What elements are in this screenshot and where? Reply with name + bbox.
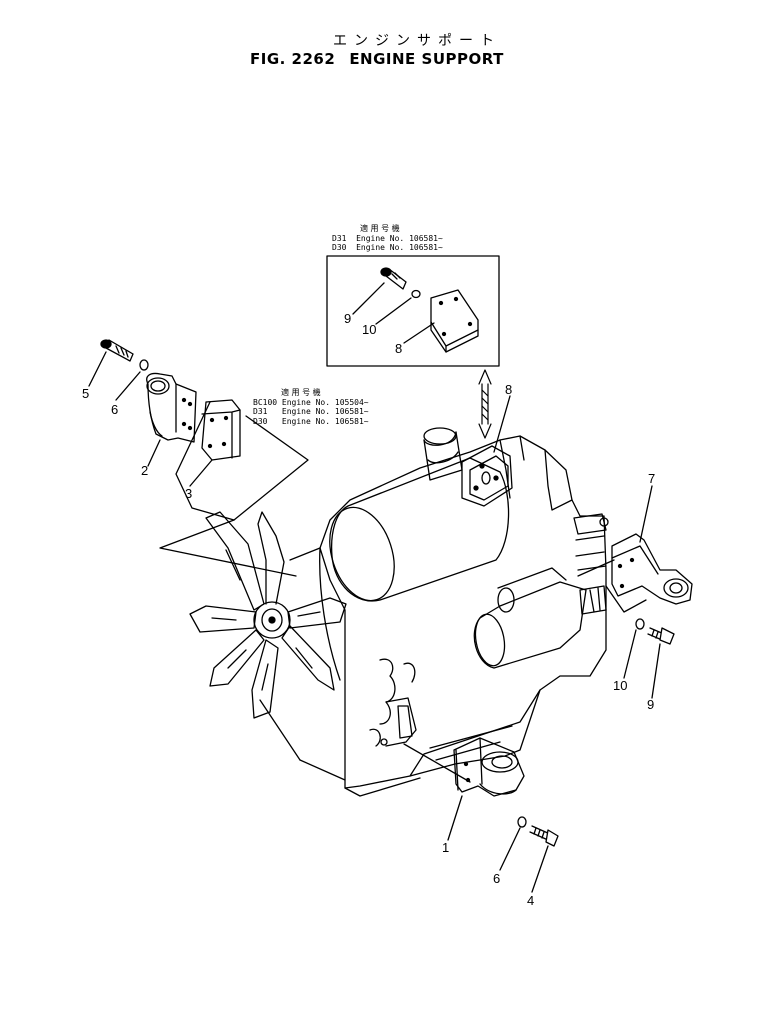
bolt-4 xyxy=(529,825,559,847)
callout-4: 4 xyxy=(527,893,535,908)
bracket-1 xyxy=(453,737,525,797)
callout-6-upper: 6 xyxy=(111,402,119,417)
upper-note-header: 適 用 号 機 xyxy=(360,224,400,233)
plate-3-group-outline xyxy=(175,401,309,521)
cooling-fan xyxy=(189,511,347,719)
bolt-9-rear xyxy=(647,627,675,645)
engine-block xyxy=(259,427,609,797)
lower-note-line: D30 Engine No. 106581~ xyxy=(253,416,369,426)
callout-10-rear: 10 xyxy=(613,678,628,693)
figure-number: FIG. 2262 xyxy=(250,50,336,68)
callout-8-detail: 8 xyxy=(395,341,403,356)
lower-note-line: D31 Engine No. 106581~ xyxy=(253,407,369,416)
bracket-7 xyxy=(611,533,693,605)
washer-10-rear xyxy=(635,618,645,630)
upper-note-line: D30 Engine No. 106581~ xyxy=(332,243,443,252)
callout-6-lower: 6 xyxy=(493,871,501,886)
leader-3 xyxy=(189,459,213,487)
leader-2 xyxy=(147,439,161,467)
leader-5 xyxy=(88,351,107,387)
callout-8-mounted: 8 xyxy=(505,382,513,397)
callout-9-rear: 9 xyxy=(647,697,655,712)
figure-name: ENGINE SUPPORT xyxy=(349,50,504,68)
washer-10-detail xyxy=(411,289,421,299)
bracket-2 xyxy=(146,372,197,443)
bracket-1-reference-line xyxy=(403,743,471,783)
leader-4 xyxy=(531,845,549,893)
japanese-title: エンジンサポート xyxy=(333,33,501,49)
leader-10-rear xyxy=(623,629,637,679)
bolt-5 xyxy=(100,339,134,362)
plate-8-mounted xyxy=(461,445,513,507)
callout-1: 1 xyxy=(442,840,450,855)
washer-6-lower xyxy=(517,816,527,828)
leader-8-mounted xyxy=(493,395,511,453)
double-arrow xyxy=(478,369,492,439)
callout-5: 5 xyxy=(82,386,90,401)
callout-7: 7 xyxy=(648,471,656,486)
upper-detail-inset xyxy=(326,255,500,367)
callout-9-detail: 9 xyxy=(344,311,352,326)
lower-note-line: BC100 Engine No. 105504~ xyxy=(253,397,369,407)
callout-2: 2 xyxy=(141,463,149,478)
leader-1 xyxy=(447,795,463,841)
fan-reference-line xyxy=(159,519,297,577)
plate-8-detail xyxy=(430,289,479,353)
leader-6-lower xyxy=(499,827,521,871)
leader-7 xyxy=(639,485,653,543)
figure-title: FIG. 2262 ENGINE SUPPORT xyxy=(250,50,518,68)
callout-10-detail: 10 xyxy=(362,322,377,337)
bracket-7-reference-line xyxy=(577,559,647,613)
upper-note-line: D31 Engine No. 106581~ xyxy=(332,233,443,243)
leader-6-upper xyxy=(115,371,141,401)
leader-9-rear xyxy=(651,643,661,699)
washer-6-upper xyxy=(139,359,149,371)
lower-note-header: 適 用 号 機 xyxy=(281,388,321,397)
plate-3 xyxy=(201,399,241,461)
callout-3: 3 xyxy=(185,486,193,501)
bolt-9-detail xyxy=(380,267,407,290)
